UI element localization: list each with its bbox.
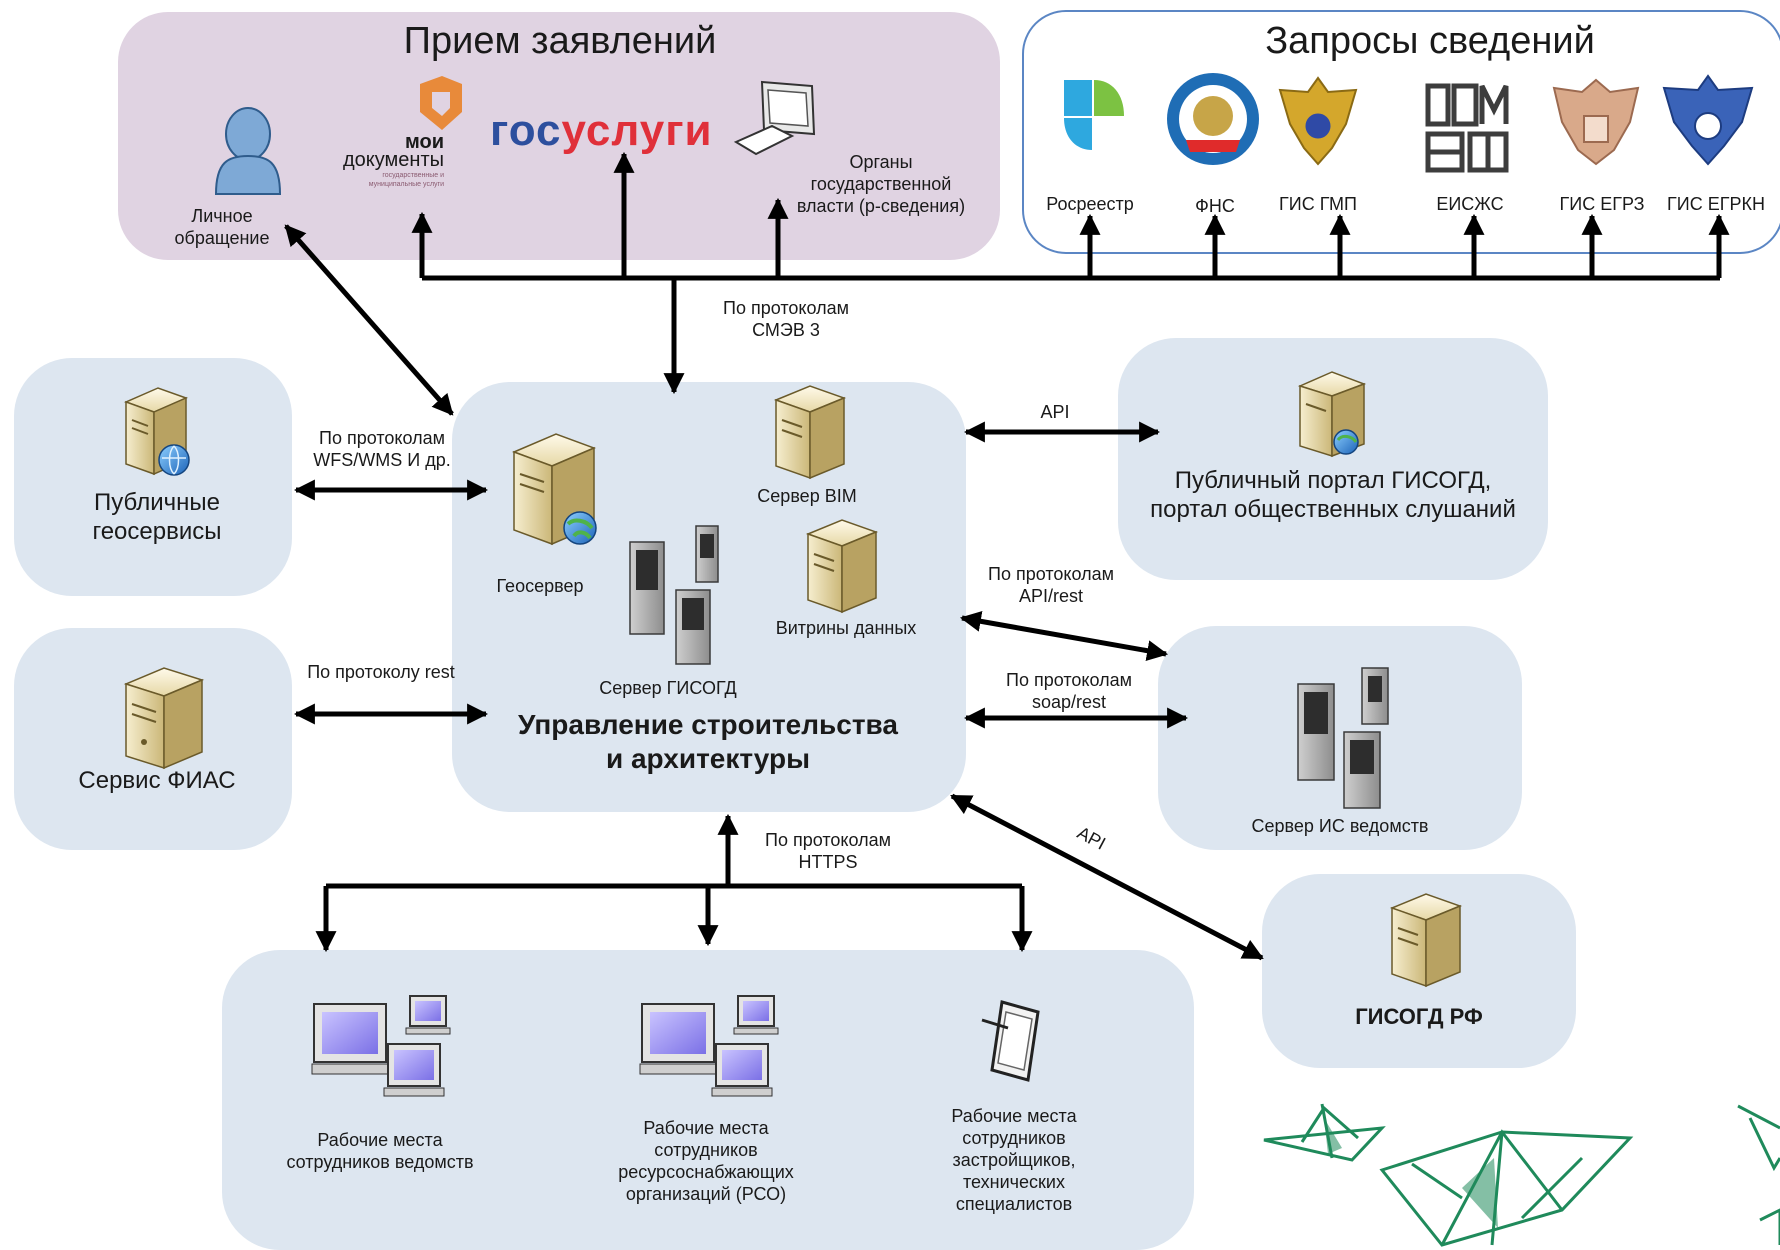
desktop-computer-icon [733,80,816,156]
mfc-logo-main: документы [343,149,444,171]
paper-boat-decoration-icon [1263,1103,1634,1247]
gisogd-rf-label: ГИСОГД РФ [1355,1004,1483,1029]
fias-server-icon [123,667,205,770]
agency-label-gis-egrz: ГИС ЕГРЗ [1559,194,1645,214]
gosuslugi-part2: услуги [561,106,713,155]
rosreestr-logo-icon [1064,80,1124,150]
paper-boat-right-decoration-icon [1737,1104,1780,1245]
agency-label-eisjs: ЕИСЖС [1436,194,1504,214]
dom-rf-logo-icon [1425,83,1509,173]
data-showcase-label: Витрины данных [775,618,917,638]
agency-label-gis-egrkn: ГИС ЕГРКН [1667,194,1765,214]
geo-server-tower-icon [123,387,190,476]
is-server-label: Сервер ИС ведомств [1251,816,1429,836]
workplaces-rso-label: Рабочие места сотрудников ресурсоснабжаю… [618,1118,794,1204]
personal-visit-label: Личное обращение [174,206,270,248]
agency-label-gis-gmp: ГИС ГМП [1279,194,1357,214]
mfc-logo-sub: государственные и муниципальные услуги [368,172,444,188]
gis-egrkn-eagle-icon [1662,74,1754,166]
portal-label: Публичный портал ГИСОГД, портал обществе… [1150,467,1516,524]
gis-gmp-eagle-icon [1278,76,1358,166]
authorities-label: Органы государственной власти (р-сведени… [796,152,966,216]
portal-server-icon [1297,371,1367,458]
bim-server-icon [773,385,847,480]
bim-server-label: Сервер BIM [757,486,857,506]
requests-title: Запросы сведений [1265,20,1595,62]
person-icon [214,107,282,195]
workstations-rso-icon [639,995,779,1097]
workplaces-agencies-label: Рабочие места сотрудников ведомств [286,1130,474,1172]
gosuslugi-part1: гос [490,106,562,155]
workplaces-developers-label: Рабочие места сотрудников застройщиков, … [951,1106,1077,1214]
workplaces-box [222,950,1194,1250]
geoserver-label: Геосервер [496,576,584,596]
data-showcase-server-icon [805,519,879,614]
requests-box [1022,10,1780,254]
soap-rest-protocol-label: По протоколам soap/rest [1006,670,1132,712]
reception-title: Прием заявлений [403,20,717,62]
center-title: Управление строительства и архитектуры [518,709,898,775]
fns-emblem-icon [1167,73,1259,165]
public-geo-label: Публичные геосервисы [92,489,222,546]
gis-egrz-emblem-icon [1552,78,1640,166]
gisogd-server-label: Сервер ГИСОГД [599,678,737,698]
https-protocol-label: По протоколам HTTPS [765,830,891,872]
gisogd-server-rack-icon [629,525,719,665]
is-server-rack-icon [1297,667,1389,809]
gisogd-rf-server-icon [1389,893,1463,988]
workstations-agencies-icon [311,995,451,1097]
rest-protocol-label: По протоколу rest [307,662,455,682]
tablet-icon [981,1000,1040,1082]
mfc-logo-icon [420,76,462,130]
agency-label-rosreestr: Росреестр [1046,194,1134,214]
geoserver-icon [511,433,597,546]
api-rest-protocol-label: По протоколам API/rest [988,564,1114,606]
smev-protocol-label: По протоколам СМЭВ 3 [723,298,849,340]
api-top-label: API [1040,402,1070,422]
gosuslugi-logo: госуслуги [490,104,730,158]
agency-label-fns: ФНС [1195,196,1235,216]
fias-label: Сервис ФИАС [78,767,236,794]
wfs-protocol-label: По протоколам WFS/WMS И др. [313,428,451,470]
mfc-logo-top: мои [404,131,444,153]
